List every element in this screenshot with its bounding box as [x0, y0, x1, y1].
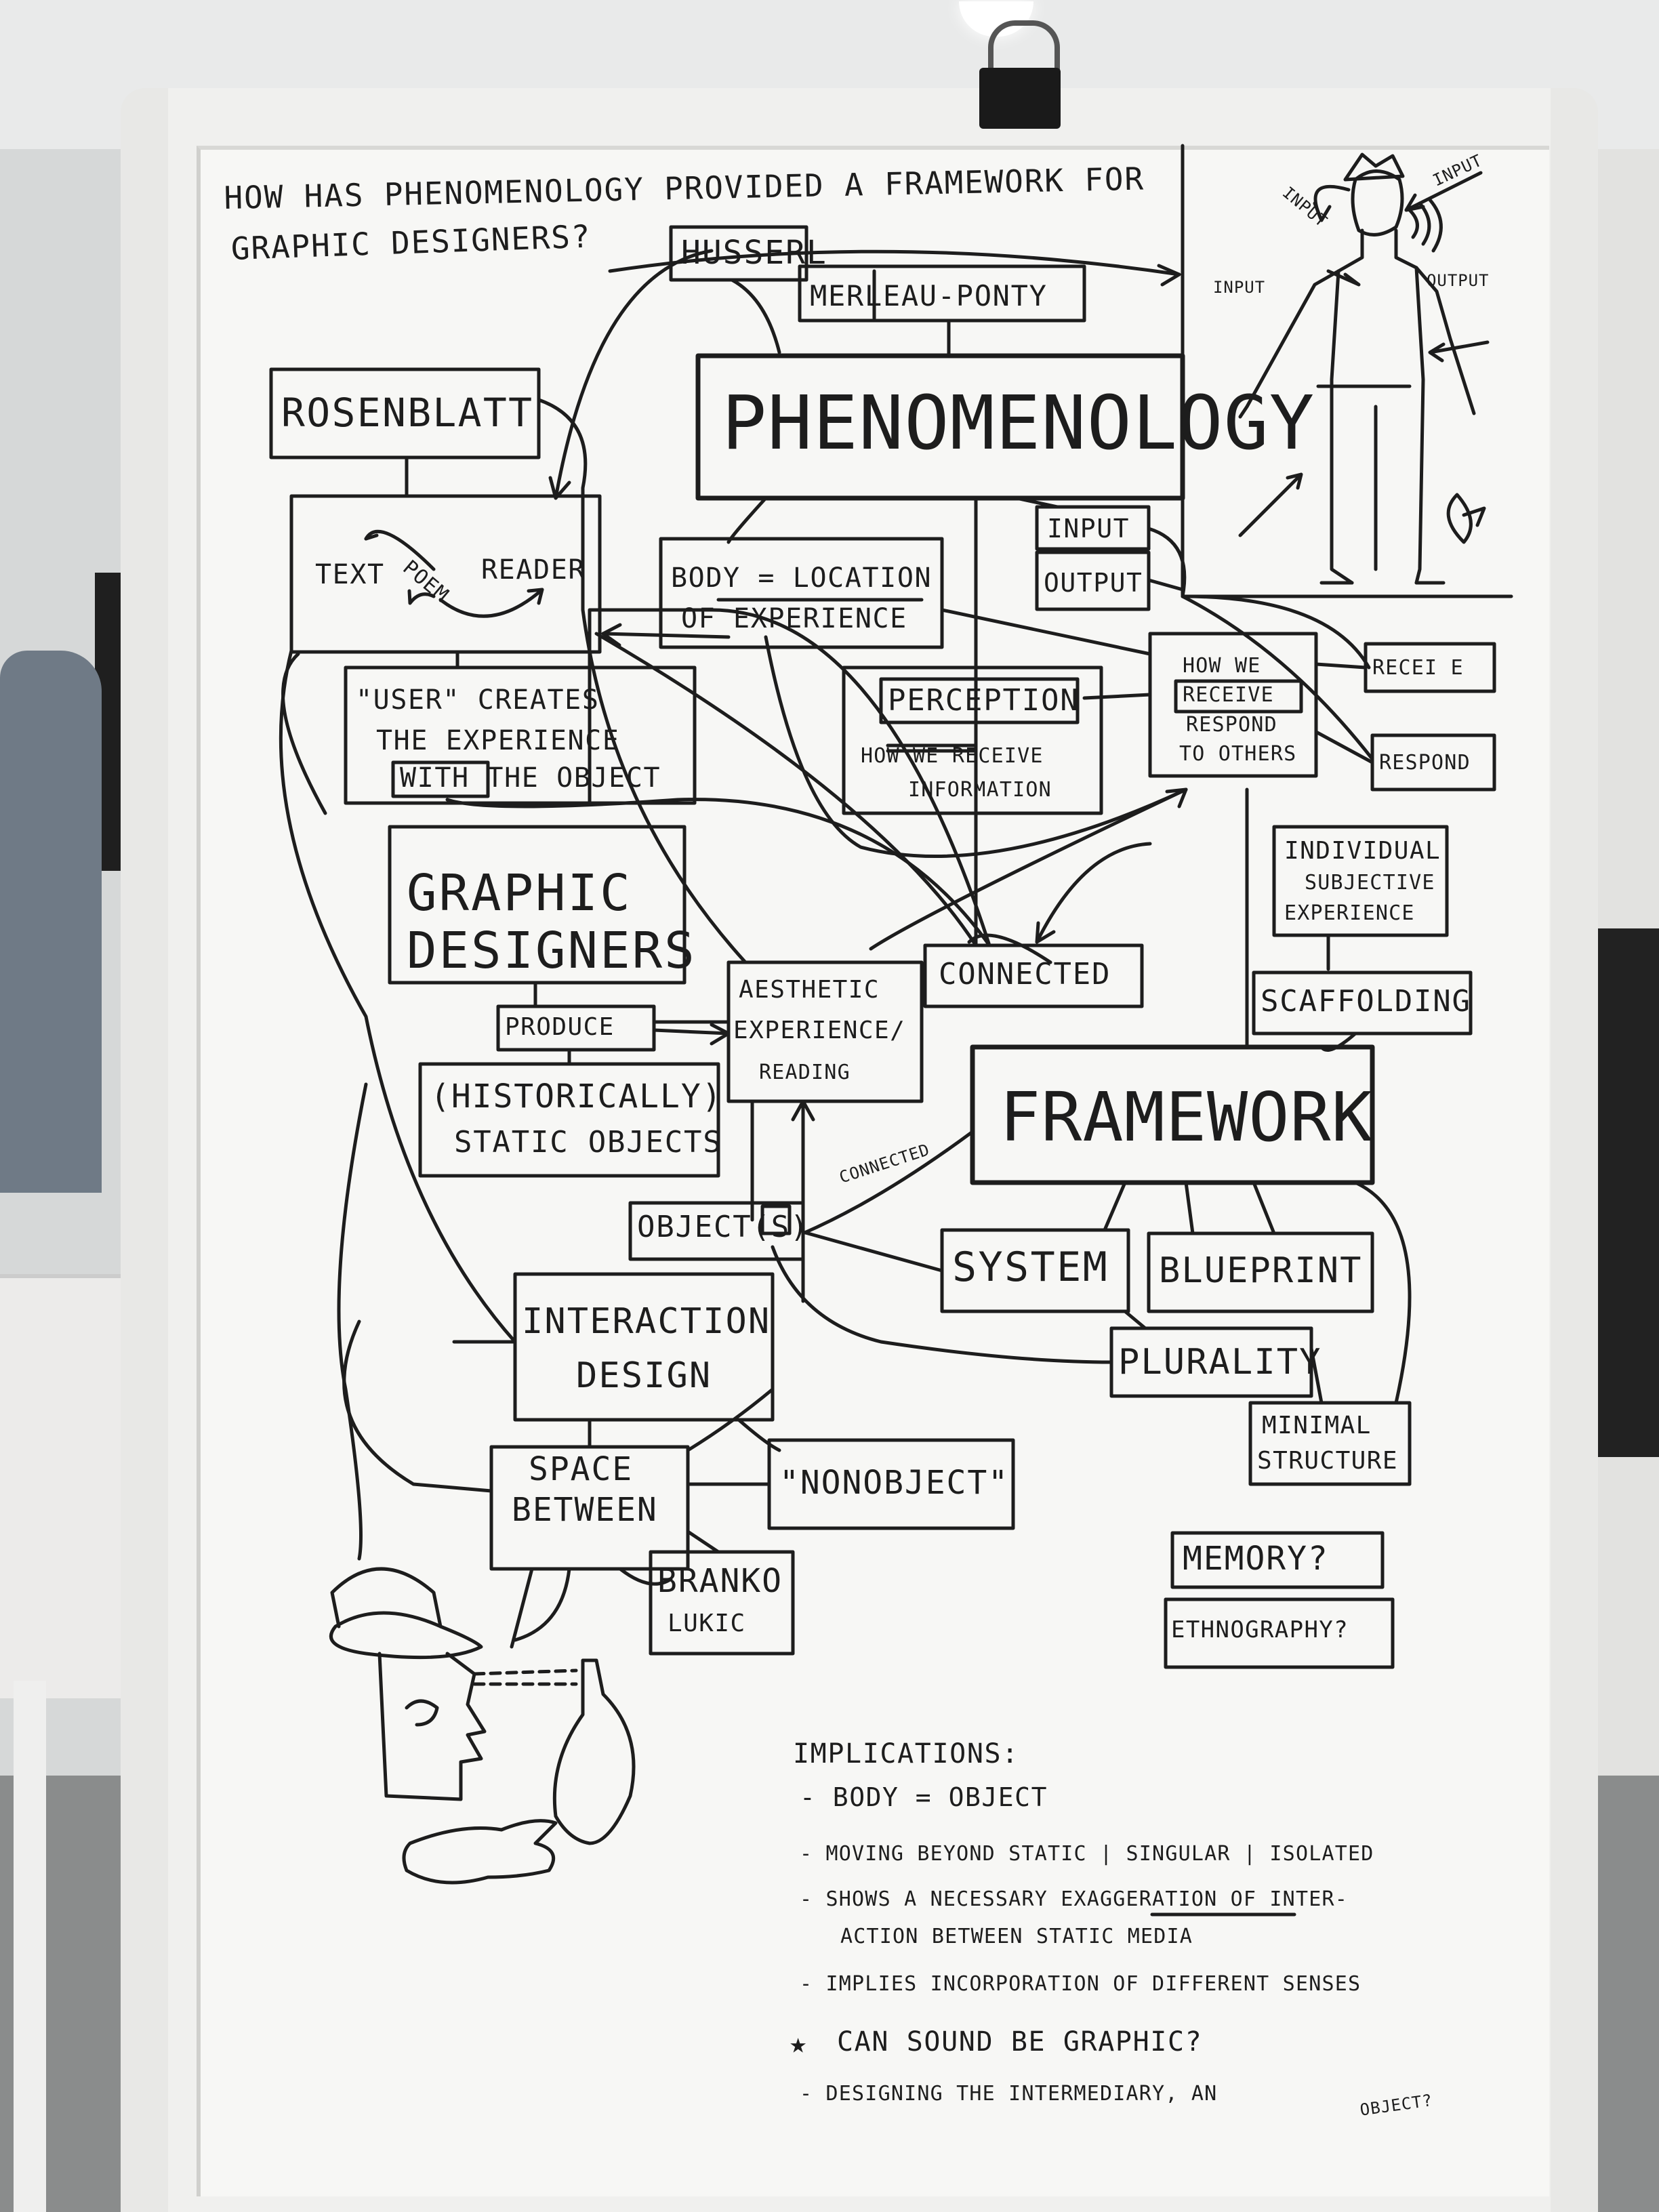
- node-memory: MEMORY?: [1183, 1540, 1329, 1578]
- background-person: [0, 651, 102, 1193]
- node-input: INPUT: [1047, 514, 1130, 544]
- node-blueprint: BLUEPRINT: [1159, 1250, 1363, 1291]
- node-phenomenology: PHENOMENOLOGY: [722, 380, 1315, 466]
- node-ethnography: ETHNOGRAPHY?: [1171, 1616, 1349, 1643]
- node-body-location-line-2: OF EXPERIENCE: [681, 603, 907, 634]
- node-objects: OBJECT(S): [637, 1210, 810, 1244]
- standing-figure-sketch: [1238, 152, 1476, 585]
- node-how-we-receive-respond-line-3: RESPOND: [1186, 713, 1277, 737]
- node-interaction-design-line-2: DESIGN: [576, 1355, 712, 1396]
- node-individual-line-3: EXPERIENCE: [1284, 901, 1415, 925]
- node-how-we-receive-info-line-1: HOW WE RECEIVE: [861, 744, 1044, 768]
- implication-star-icon: ★: [790, 2026, 808, 2060]
- node-aesthetic-line-2: EXPERIENCE/: [733, 1017, 906, 1044]
- node-user-creates-line-1: "USER" CREATES: [356, 684, 600, 716]
- node-graphic-designers-line-1: GRAPHIC: [407, 864, 632, 922]
- node-how-we-receive-respond-line-1: HOW WE: [1183, 654, 1261, 678]
- node-branko-lukic-line-2: LUKIC: [668, 1610, 746, 1637]
- figure-label-input-left: INPUT: [1213, 278, 1266, 297]
- node-merleau-ponty: MERLEAU-PONTY: [810, 279, 1048, 312]
- node-body-location-line-1: BODY = LOCATION: [671, 562, 933, 594]
- node-perception: PERCEPTION: [888, 683, 1080, 718]
- implication-item-5: CAN SOUND BE GRAPHIC?: [837, 2026, 1203, 2057]
- node-husserl: HUSSERL: [681, 234, 827, 272]
- node-connected: CONNECTED: [939, 957, 1111, 991]
- node-output: OUTPUT: [1044, 568, 1143, 598]
- implications-heading: IMPLICATIONS:: [793, 1738, 1019, 1769]
- underlines: [391, 598, 1303, 1917]
- implication-item-3: - SHOWS A NECESSARY EXAGGERATION OF INTE…: [800, 1887, 1348, 1911]
- implication-item-1: - BODY = OBJECT: [800, 1782, 1048, 1812]
- node-plurality: PLURALITY: [1118, 1342, 1322, 1382]
- node-space-between-line-1: SPACE: [529, 1450, 634, 1488]
- node-nonobject: "NONOBJECT": [779, 1464, 1010, 1502]
- node-minimal-structure-line-2: STRUCTURE: [1257, 1447, 1399, 1475]
- node-reader: READER: [481, 554, 586, 586]
- node-space-between-line-2: BETWEEN: [512, 1491, 658, 1529]
- node-text: TEXT: [315, 559, 385, 590]
- node-system: SYSTEM: [952, 1244, 1109, 1291]
- desk-leg: [14, 1681, 46, 2212]
- node-how-we-receive-respond-line-4: TO OTHERS: [1179, 742, 1297, 766]
- node-historically-line-1: (HISTORICALLY): [430, 1078, 723, 1115]
- node-respond: RESPOND: [1379, 751, 1471, 775]
- node-receive: RECEI E: [1372, 656, 1464, 680]
- node-aesthetic-line-3: READING: [759, 1061, 851, 1084]
- node-user-creates-line-2: THE EXPERIENCE: [376, 725, 620, 756]
- implication-item-3-continued: ACTION BETWEEN STATIC MEDIA: [840, 1925, 1193, 1948]
- connector-lines: [279, 269, 1412, 1649]
- whiteboard-post-right: [1551, 88, 1598, 2212]
- implication-item-4: - IMPLIES INCORPORATION OF DIFFERENT SEN…: [800, 1972, 1361, 1996]
- binder-clip-arm: [988, 20, 1060, 80]
- node-aesthetic-line-1: AESTHETIC: [739, 976, 880, 1004]
- node-framework: FRAMEWORK: [1000, 1078, 1373, 1157]
- node-graphic-designers-line-2: DESIGNERS: [407, 922, 697, 980]
- node-produce: PRODUCE: [505, 1013, 615, 1041]
- implication-item-2: - MOVING BEYOND STATIC | SINGULAR | ISOL…: [800, 1842, 1374, 1866]
- node-individual-line-2: SUBJECTIVE: [1305, 871, 1435, 895]
- node-scaffolding: SCAFFOLDING: [1261, 984, 1471, 1019]
- figure-label-output: OUTPUT: [1427, 271, 1490, 290]
- arrows: [364, 171, 1490, 1303]
- implication-item-6: - DESIGNING THE INTERMEDIARY, AN: [800, 2082, 1218, 2106]
- node-how-we-receive-info-line-2: INFORMATION: [908, 778, 1052, 802]
- node-historically-line-2: STATIC OBJECTS: [454, 1125, 722, 1160]
- node-user-creates-line-3: WITH THE OBJECT: [400, 762, 661, 794]
- whiteboard-post-left: [121, 88, 168, 2212]
- hat-face-hand-vase-sketch: [329, 1567, 636, 1885]
- node-minimal-structure-line-1: MINIMAL: [1262, 1412, 1372, 1439]
- binder-clip: [979, 68, 1061, 129]
- node-individual-line-1: INDIVIDUAL: [1284, 837, 1441, 865]
- node-interaction-design-line-1: INTERACTION: [522, 1301, 771, 1342]
- node-branko-lukic-line-1: BRANKO: [657, 1562, 783, 1600]
- whiteboard-surface: [197, 146, 1549, 2196]
- node-rosenblatt: ROSENBLATT: [281, 390, 534, 436]
- node-how-we-receive-respond-line-2: RECEIVE: [1183, 683, 1274, 707]
